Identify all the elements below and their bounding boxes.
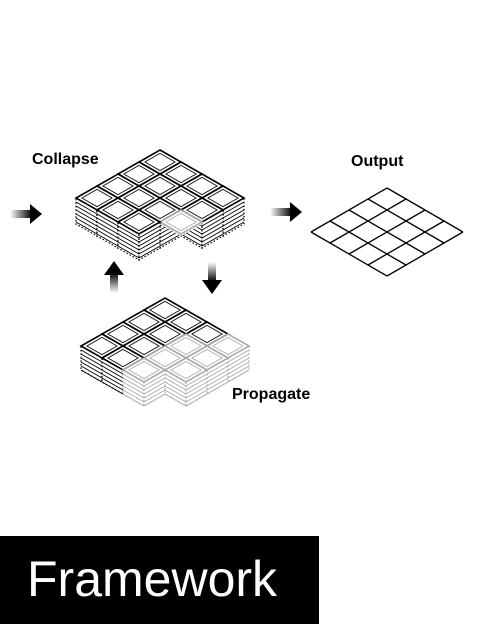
output-grid-line bbox=[386, 231, 464, 277]
collapse-cell-2-0-top-inner bbox=[102, 176, 134, 196]
propagate-cell-1-2-top-inner bbox=[170, 336, 202, 356]
propagate-arrow-head bbox=[202, 280, 222, 294]
collapse-cell-1-2-top-inner bbox=[165, 188, 197, 208]
propagate-cell-2-1-top-inner bbox=[128, 336, 160, 356]
framework-title: Framework bbox=[27, 551, 278, 607]
collapse-cell-3-1-top-inner bbox=[102, 200, 134, 220]
collapse-cell-0-3-top-inner bbox=[207, 188, 239, 208]
collapse-cell-3-2-top-inner bbox=[123, 212, 155, 232]
propagate-cell-1-3-top-inner bbox=[191, 348, 223, 368]
collapse-cell-3-2-top bbox=[116, 209, 162, 235]
feedback-arrow-shaft bbox=[110, 273, 118, 293]
propagate-cell-2-3-top bbox=[163, 357, 209, 383]
collapse-cell-3-2-layer bbox=[117, 241, 161, 255]
collapse-cell-1-3-layer bbox=[180, 229, 224, 243]
output-arrow-head bbox=[290, 202, 302, 222]
feedback-arrow-head bbox=[104, 261, 124, 275]
collapse-cell-1-3-layer bbox=[180, 233, 224, 247]
output-arrow-shaft bbox=[270, 208, 292, 216]
collapse-cell-2-1-top-inner bbox=[123, 188, 155, 208]
output-grid-line bbox=[367, 220, 445, 266]
collapse-cell-3-2-layer bbox=[117, 245, 161, 259]
propagate-cell-2-3-layer bbox=[164, 373, 208, 387]
output-grid-line bbox=[329, 198, 407, 244]
propagate-cell-2-3-top-inner bbox=[170, 360, 202, 380]
collapse-cell-2-3-top bbox=[158, 209, 204, 235]
input-arrow-shaft bbox=[10, 210, 32, 218]
propagate-cell-1-1-top-inner bbox=[149, 324, 181, 344]
propagate-cell-3-2-layer bbox=[122, 381, 166, 395]
collapse-label: Collapse bbox=[32, 151, 99, 168]
propagate-cell-2-3-layer bbox=[164, 377, 208, 391]
propagate-cell-2-3-layer bbox=[164, 385, 208, 399]
output-label: Output bbox=[351, 153, 404, 170]
collapse-cell-3-2-layer bbox=[117, 237, 161, 251]
collapse-cell-2-3-top-inner bbox=[165, 212, 197, 232]
collapse-cell-0-1-top-inner bbox=[165, 164, 197, 184]
output-grid-line bbox=[310, 187, 388, 233]
propagate-cell-0-1-top-inner bbox=[170, 312, 202, 332]
propagate-cell-2-2-top-inner bbox=[149, 348, 181, 368]
collapse-cell-1-3-top-inner bbox=[186, 200, 218, 220]
collapse-cell-3-2-layer bbox=[117, 225, 161, 239]
collapse-cell-2-2-top-inner bbox=[144, 200, 176, 220]
title-banner bbox=[0, 536, 319, 624]
propagate-cell-3-2-layer bbox=[122, 393, 166, 407]
propagate-cell-2-3-layer bbox=[164, 389, 208, 403]
collapse-cell-1-0-top-inner bbox=[123, 164, 155, 184]
input-arrow-head bbox=[30, 204, 42, 224]
propagate-cell-3-2-top-inner bbox=[128, 360, 160, 380]
collapse-cell-0-0-top-inner bbox=[144, 152, 176, 172]
propagate-cell-3-2-layer bbox=[122, 377, 166, 391]
propagate-cell-0-3-top-inner bbox=[212, 336, 244, 356]
propagate-cell-2-3-layer bbox=[164, 393, 208, 407]
propagate-label: Propagate bbox=[232, 386, 311, 403]
propagate-cell-2-0-top-inner bbox=[107, 324, 139, 344]
output-grid-line bbox=[348, 209, 426, 255]
propagate-cell-3-2-layer bbox=[122, 385, 166, 399]
propagate-cell-0-2-top-inner bbox=[191, 324, 223, 344]
propagate-cell-3-2-layer bbox=[122, 373, 166, 387]
collapse-cell-3-0-top-inner bbox=[81, 188, 113, 208]
collapse-cell-1-1-top-inner bbox=[144, 176, 176, 196]
collapse-cell-3-2-layer bbox=[117, 229, 161, 243]
propagate-cell-3-1-top-inner bbox=[107, 348, 139, 368]
propagate-cell-2-3-layer bbox=[164, 381, 208, 395]
propagate-cell-3-2-layer bbox=[122, 389, 166, 403]
propagate-cell-3-0-top-inner bbox=[86, 336, 118, 356]
propagate-cell-3-2-top bbox=[121, 357, 167, 383]
propagate-cell-1-0-top-inner bbox=[128, 312, 160, 332]
collapse-cell-0-2-top-inner bbox=[186, 176, 218, 196]
propagate-cell-0-0-top-inner bbox=[149, 300, 181, 320]
propagate-arrow-shaft bbox=[208, 262, 216, 282]
collapse-cell-3-2-layer bbox=[117, 233, 161, 247]
